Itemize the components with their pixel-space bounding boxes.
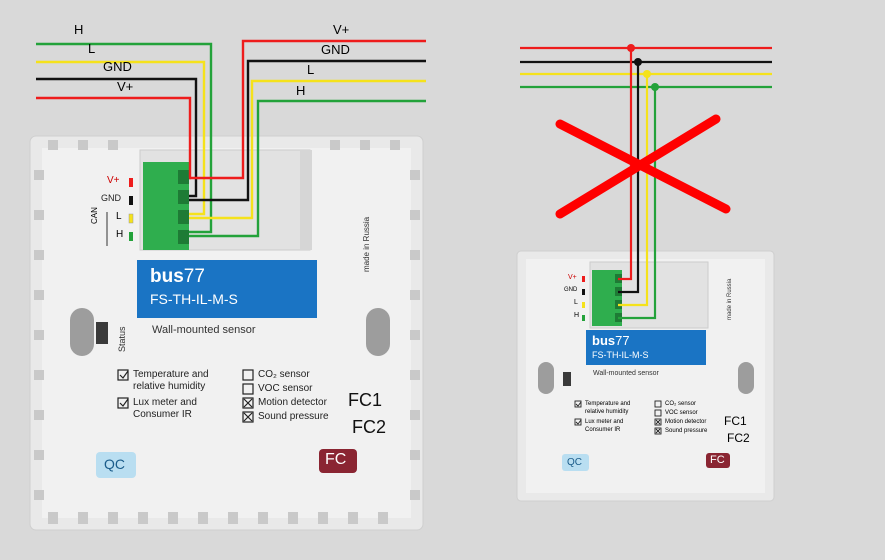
- small-feature-ir: Consumer IR: [585, 427, 621, 433]
- fc-stamp: [319, 449, 357, 473]
- wire-h-out: [189, 99, 426, 238]
- wire-l-in: [36, 60, 206, 216]
- terminal-label-l: L: [116, 211, 122, 222]
- small-terminal-h: H: [574, 312, 580, 319]
- terminal-label-vplus: V+: [107, 175, 120, 186]
- small-brand-name: bus77: [592, 333, 630, 348]
- feature-temperature: Temperature and: [133, 369, 209, 380]
- wire-gnd-in: [36, 77, 198, 198]
- wire-label-gnd-out: GND: [321, 42, 350, 57]
- wire-gnd-out: [189, 59, 426, 202]
- wire-label-h-out: H: [296, 83, 306, 98]
- wire-l-out: [189, 79, 426, 220]
- small-fc-stamp: FC: [710, 454, 725, 466]
- wire-label-h-in: H: [74, 22, 84, 37]
- made-in-label: made in Russia: [362, 216, 371, 272]
- right-wires: [520, 44, 772, 320]
- wire-label-l-in: L: [88, 41, 96, 56]
- small-subtitle: Wall-mounted sensor: [593, 370, 659, 377]
- fc1-label: FC1: [348, 390, 383, 410]
- option-motion: Motion detector: [258, 397, 327, 408]
- status-label: Status: [117, 326, 127, 352]
- wire-vplus-out: [189, 39, 426, 180]
- wire-label-vplus-in: V+: [117, 79, 134, 94]
- small-feature-lux: Lux meter and: [585, 419, 624, 425]
- small-qc: QC: [567, 457, 582, 468]
- small-option-voc: VOC sensor: [665, 410, 698, 416]
- small-terminal-l: L: [574, 299, 578, 306]
- brand-name: bus77: [150, 266, 205, 287]
- option-sound: Sound pressure: [258, 411, 329, 422]
- right-sensor-board: [516, 250, 775, 502]
- terminal-label-h: H: [116, 229, 124, 240]
- small-fc2: FC2: [727, 431, 750, 445]
- small-terminal-gnd: GND: [564, 287, 578, 293]
- brand-banner: [137, 260, 317, 318]
- left-wires: [36, 39, 426, 238]
- qc-label: QC: [104, 456, 125, 472]
- small-feature-humidity: relative humidity: [585, 409, 629, 415]
- fc2-label: FC2: [352, 417, 387, 437]
- small-model-name: FS-TH-IL-M-S: [592, 350, 649, 360]
- can-label: CAN: [90, 207, 99, 224]
- wrong-wiring-cross: [555, 114, 731, 219]
- status-led: [96, 322, 108, 344]
- right-keyhole: [366, 308, 390, 356]
- small-fc1: FC1: [724, 414, 747, 428]
- small-option-sound: Sound pressure: [665, 428, 708, 434]
- small-made-in: made in Russia: [727, 278, 733, 320]
- small-terminal-vplus: V+: [568, 274, 577, 281]
- wire-label-l-out: L: [307, 62, 315, 77]
- left-keyhole: [70, 308, 94, 356]
- left-sensor-board: [29, 135, 424, 531]
- qc-stamp: [96, 452, 136, 478]
- brand-banner-small: [586, 330, 706, 365]
- small-feature-temperature: Temperature and: [585, 401, 631, 407]
- feature-humidity: relative humidity: [133, 381, 206, 392]
- small-option-co2: CO₂ sensor: [665, 401, 697, 407]
- subtitle: Wall-mounted sensor: [152, 324, 256, 336]
- terminal-label-gnd: GND: [101, 193, 121, 203]
- option-co2: CO₂ sensor: [258, 369, 310, 380]
- option-voc: VOC sensor: [258, 383, 313, 394]
- model-name: FS-TH-IL-M-S: [150, 291, 238, 307]
- wire-label-gnd-in: GND: [103, 59, 132, 74]
- small-option-motion: Motion detector: [665, 419, 707, 425]
- wire-label-vplus-out: V+: [333, 22, 350, 37]
- feature-lux: Lux meter and: [133, 397, 197, 408]
- fc-stamp-label: FC: [325, 451, 347, 468]
- wire-h-in: [36, 42, 213, 234]
- feature-ir: Consumer IR: [133, 409, 192, 420]
